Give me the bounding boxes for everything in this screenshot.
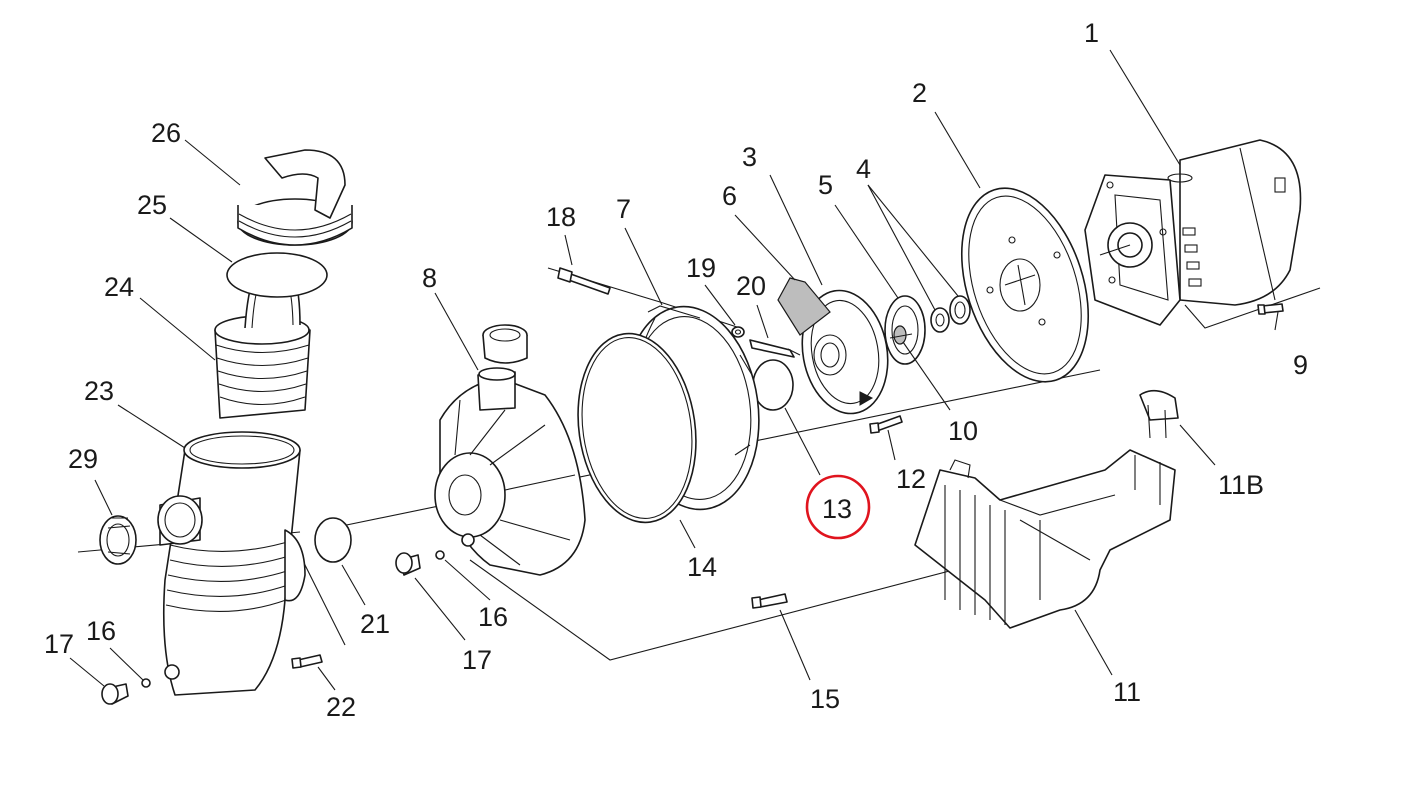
callout-11: 11 — [1113, 677, 1141, 707]
callout-11b: 11B — [1218, 470, 1264, 500]
callout-4: 4 — [856, 154, 871, 184]
callout-16-left: 16 — [86, 616, 116, 646]
motor-base-part-11 — [914, 449, 1176, 629]
foot-part-11b — [1139, 389, 1179, 439]
callout-20: 20 — [736, 271, 766, 301]
callout-13: 13 — [822, 494, 852, 524]
motor-part-1 — [1084, 139, 1302, 326]
callout-24: 24 — [104, 272, 134, 302]
diffuser-part-3 — [801, 289, 889, 415]
callout-9: 9 — [1293, 350, 1308, 380]
callout-18: 18 — [546, 202, 576, 232]
strainer-housing-part-23 — [157, 431, 306, 696]
callout-17-right: 17 — [462, 645, 492, 675]
callout-22: 22 — [326, 692, 356, 722]
seal-plate-part-2 — [960, 187, 1090, 383]
callout-17-left: 17 — [44, 629, 74, 659]
pump-housing-part-8 — [434, 324, 586, 576]
callout-15: 15 — [810, 684, 840, 714]
highlight-circle-13 — [805, 474, 871, 540]
callout-12: 12 — [896, 464, 926, 494]
gasket-part-21 — [314, 517, 352, 563]
strainer-lid-part-26 — [237, 149, 353, 246]
impeller-part-5 — [884, 295, 926, 365]
callout-5: 5 — [818, 170, 833, 200]
callout-3: 3 — [742, 142, 757, 172]
union-fitting-part-29 — [99, 515, 137, 565]
callout-leader-lines — [69, 49, 1279, 691]
fasteners — [101, 267, 1284, 705]
callout-labels: 1 2 3 4 5 6 7 8 9 10 11 11B 12 13 14 15 … — [44, 18, 1308, 722]
callout-26: 26 — [151, 118, 181, 148]
seal-rings-part-4 — [930, 295, 971, 333]
callout-8: 8 — [422, 263, 437, 293]
callout-21: 21 — [360, 609, 390, 639]
callout-19: 19 — [686, 253, 716, 283]
callout-1: 1 — [1084, 18, 1099, 48]
callout-6: 6 — [722, 181, 737, 211]
callout-23: 23 — [84, 376, 114, 406]
large-o-ring-part-14 — [577, 332, 697, 524]
callout-25: 25 — [137, 190, 167, 220]
callout-14: 14 — [687, 552, 717, 582]
callout-29: 29 — [68, 444, 98, 474]
pin-part-20 — [749, 339, 801, 358]
callout-7: 7 — [616, 194, 631, 224]
callout-2: 2 — [912, 78, 927, 108]
callout-10: 10 — [948, 416, 978, 446]
lid-o-ring-part-25 — [226, 252, 328, 298]
small-o-ring-part-19 — [731, 326, 745, 338]
gasket-part-13 — [752, 359, 794, 411]
callout-16-right: 16 — [478, 602, 508, 632]
flap-part-6 — [777, 277, 831, 336]
